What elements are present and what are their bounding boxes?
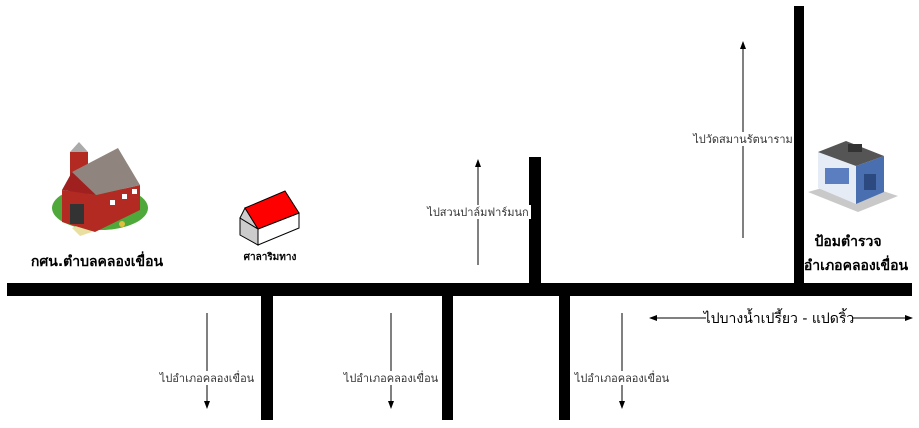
direction-arrow-district-3: ไปอำเภอคลองเขื่อน	[574, 313, 670, 409]
label-district-1: ไปอำเภอคลองเขื่อน	[159, 370, 255, 385]
direction-arrow-district-1: ไปอำเภอคลองเขื่อน	[159, 313, 255, 409]
direction-arrow-palm-farm: ไปสวนปาล์มฟาร์มนก	[425, 159, 531, 265]
label-temple: ไปวัดสมานรัตนาราม	[692, 133, 793, 146]
pavilion-icon	[239, 190, 300, 246]
direction-arrow-temple: ไปวัดสมานรัตนาราม	[692, 41, 793, 238]
police-station-icon	[808, 141, 898, 212]
main-road	[7, 283, 912, 296]
label-learning-center: กศน.ตำบลคลองเขื่อน	[31, 251, 164, 270]
barn-icon	[52, 142, 148, 236]
roads	[7, 6, 912, 420]
label-district-3: ไปอำเภอคลองเขื่อน	[574, 370, 670, 385]
label-pavilion: ศาลาริมทาง	[244, 251, 297, 263]
side-road-2	[442, 290, 453, 420]
direction-arrow-district-2: ไปอำเภอคลองเขื่อน	[343, 313, 439, 409]
side-road-4	[529, 157, 541, 287]
label-police-district: อำเภอคลองเขื่อน	[804, 255, 909, 274]
label-palm-farm: ไปสวนปาล์มฟาร์มนก	[426, 206, 528, 219]
label-police-box: ป้อมตำรวจ	[814, 234, 881, 250]
label-district-2: ไปอำเภอคลองเขื่อน	[343, 370, 439, 385]
side-road-5	[794, 6, 804, 286]
label-bang-nam-priao: ไปบางน้ำเปรี้ยว - แปดริ้ว	[703, 308, 855, 327]
side-road-1	[261, 290, 273, 420]
side-road-3	[559, 290, 570, 420]
direction-arrow-bang-nam-priao: ไปบางน้ำเปรี้ยว - แปดริ้ว	[649, 308, 913, 327]
